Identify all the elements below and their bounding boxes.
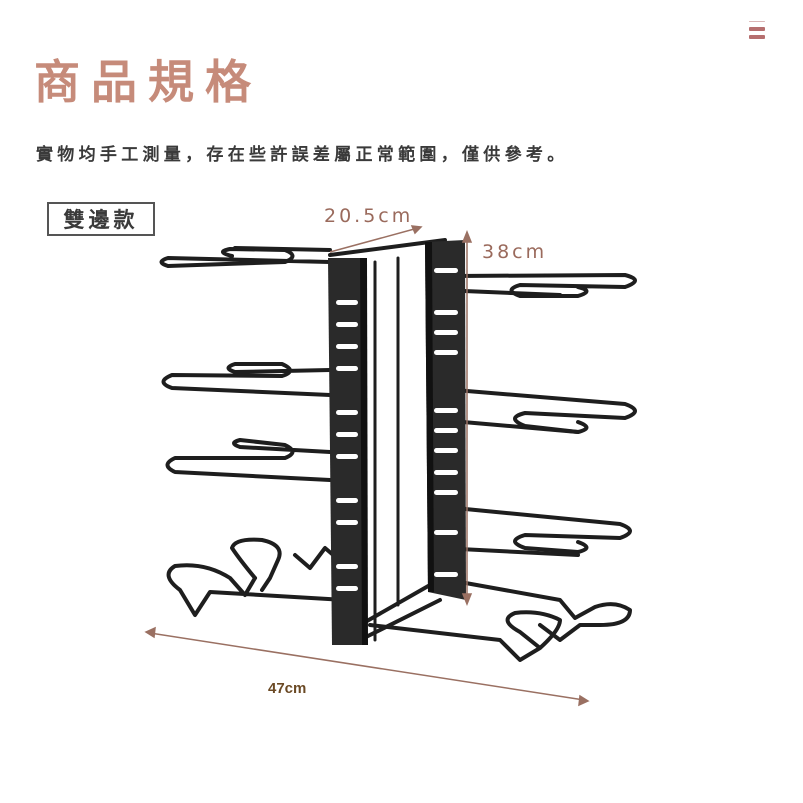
measurement-notice: 實物均手工測量，存在些許誤差屬正常範圍，僅供參考。 [36, 145, 569, 165]
variant-label: 雙邊款 [47, 202, 155, 236]
page-title: 商品規格 [34, 55, 262, 109]
variant-label-text: 雙邊款 [63, 208, 139, 232]
length-dimension-line [149, 632, 585, 701]
left-upright-plate [328, 258, 368, 645]
right-upright-plate [425, 240, 466, 600]
rack-wires [159, 238, 637, 662]
height-dimension-label: 38cm [482, 241, 548, 263]
plate-slots [336, 268, 458, 591]
length-dimension-label: 47cm [268, 680, 307, 697]
hamburger-menu-icon[interactable] [749, 20, 765, 40]
dimension-lines [144, 225, 590, 707]
width-dimension-label: 20.5cm [324, 205, 414, 227]
width-dimension-line [329, 227, 419, 253]
